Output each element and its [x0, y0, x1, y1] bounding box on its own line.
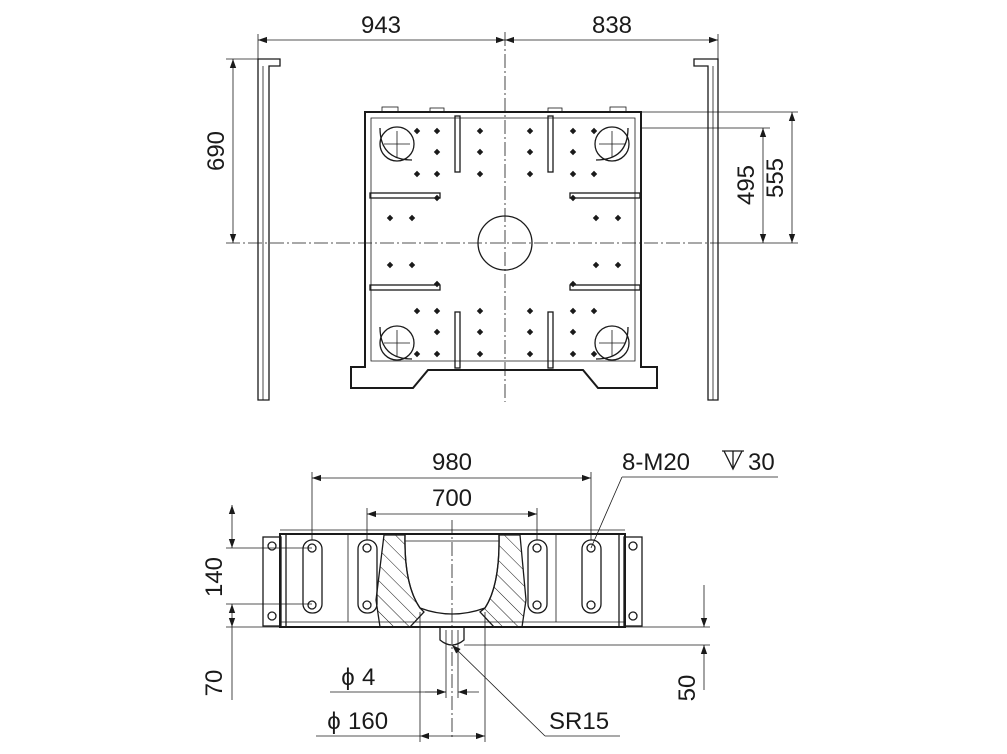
dim-700: 700	[366, 485, 538, 540]
platen-outline	[350, 111, 658, 389]
dim-top-right-heights: 495 555	[626, 111, 798, 244]
sr15-label: SR15	[549, 708, 609, 735]
dia-160-label: 160	[348, 708, 388, 735]
tapped-hole	[476, 127, 484, 135]
tapped-hole	[614, 261, 622, 269]
tapped-hole	[526, 148, 534, 156]
tapped-hole	[476, 350, 484, 358]
tapped-hole	[590, 170, 598, 178]
dim-top-left-height: 690	[203, 58, 258, 243]
tapped-hole	[433, 307, 441, 315]
tapped-hole	[592, 261, 600, 269]
tapped-hole	[433, 194, 441, 202]
tapped-hole	[433, 350, 441, 358]
tapped-hole	[569, 148, 577, 156]
front-view: 980 700 8-M20 30	[201, 449, 778, 742]
dim-555: 555	[762, 158, 789, 198]
left-lug	[262, 536, 282, 627]
tapped-hole	[386, 214, 394, 222]
tapped-hole	[569, 280, 577, 288]
dia-symbol-large: ϕ	[327, 708, 340, 735]
tapped-hole	[526, 328, 534, 336]
left-rail	[257, 58, 281, 401]
center-bore	[477, 215, 533, 271]
right-lug	[623, 536, 643, 627]
tapped-hole	[476, 170, 484, 178]
dim-dia-4: ϕ 4	[330, 644, 479, 698]
tapped-hole	[526, 350, 534, 358]
dim-690: 690	[203, 131, 230, 171]
dim-top-widths: 943 838	[257, 12, 719, 60]
tapped-hole	[433, 170, 441, 178]
dim-left-heights: 140 70	[201, 505, 312, 700]
tapped-hole	[433, 148, 441, 156]
tapped-hole	[433, 328, 441, 336]
tapped-hole	[592, 214, 600, 222]
tapped-hole	[413, 350, 421, 358]
dim-980: 980	[311, 449, 592, 540]
hatched-section-left	[375, 534, 425, 628]
tapped-hole	[526, 307, 534, 315]
thread-depth-label: 30	[748, 449, 775, 476]
tapped-hole	[433, 127, 441, 135]
dim-700-label: 700	[432, 485, 472, 512]
top-view: 943 838 690 495 555	[203, 12, 798, 402]
tapped-hole-grid	[386, 127, 622, 358]
tapped-hole	[569, 170, 577, 178]
right-rail	[693, 58, 719, 401]
tapped-hole	[386, 261, 394, 269]
tapped-hole	[526, 127, 534, 135]
tapped-hole	[408, 261, 416, 269]
t-slots	[369, 115, 641, 369]
dim-980-label: 980	[432, 449, 472, 476]
tapped-hole	[408, 214, 416, 222]
tapped-hole	[476, 148, 484, 156]
dim-495: 495	[733, 165, 760, 205]
tapped-hole	[590, 127, 598, 135]
tapped-hole	[476, 307, 484, 315]
front-body-outline	[279, 533, 626, 628]
tapped-hole	[526, 170, 534, 178]
dim-70: 70	[201, 670, 228, 697]
tapped-hole	[433, 280, 441, 288]
dim-50-label: 50	[674, 675, 701, 702]
tapped-hole	[569, 127, 577, 135]
dim-943: 943	[361, 12, 401, 39]
tapped-hole	[590, 350, 598, 358]
tapped-hole	[569, 307, 577, 315]
dim-50: 50	[464, 585, 710, 701]
tapped-hole	[590, 307, 598, 315]
slot-brackets	[302, 539, 602, 614]
corner-holes	[379, 126, 630, 361]
dim-140: 140	[201, 557, 228, 597]
tapped-hole	[569, 328, 577, 336]
dim-sr15: SR15	[451, 644, 620, 737]
hatched-section-right	[479, 534, 527, 628]
dim-838: 838	[592, 12, 632, 39]
tapped-hole	[614, 214, 622, 222]
thread-note-label: 8-M20	[622, 449, 690, 476]
thread-note: 8-M20 30	[590, 449, 778, 549]
dia-symbol-small: ϕ	[341, 664, 354, 691]
tapped-hole	[569, 194, 577, 202]
tapped-hole	[569, 350, 577, 358]
dia-4-label: 4	[362, 664, 375, 691]
depth-icon	[722, 450, 744, 471]
tapped-hole	[413, 127, 421, 135]
tapped-hole	[413, 170, 421, 178]
tapped-hole	[476, 328, 484, 336]
tapped-hole	[413, 307, 421, 315]
